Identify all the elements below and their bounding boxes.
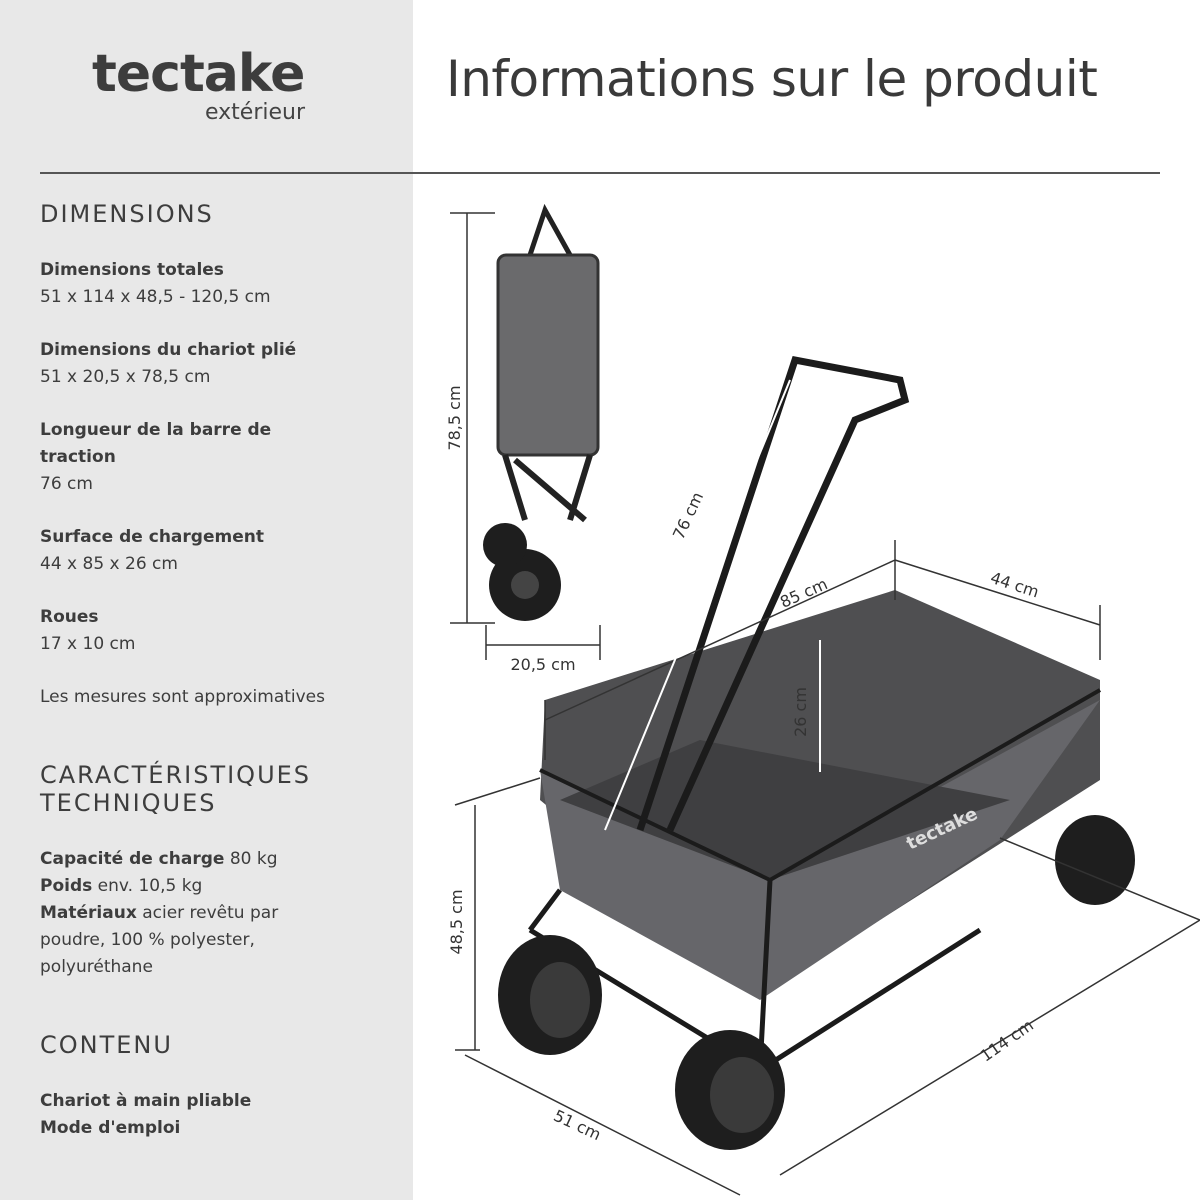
header-divider — [40, 172, 1160, 174]
dimensions-heading: DIMENSIONS — [40, 200, 214, 228]
contents-list: Chariot à main pliable Mode d'emploi — [40, 1088, 400, 1142]
dim-label: Longueur de la barre de traction — [40, 420, 272, 467]
dim-item: Dimensions du chariot plié 51 x 20,5 x 78… — [40, 337, 400, 391]
folded-wagon-image — [483, 203, 600, 621]
brand-subtitle: extérieur — [205, 100, 306, 125]
folded-depth-label: 20,5 cm — [510, 655, 575, 674]
dim-item: Longueur de la barre de traction 76 cm — [40, 417, 310, 498]
dim-value: 51 x 20,5 x 78,5 cm — [40, 367, 211, 387]
dim-value: 44 x 85 x 26 cm — [40, 554, 178, 574]
spec-item: Matériaux acier revêtu par poudre, 100 %… — [40, 900, 320, 981]
spec-label: Capacité de charge — [40, 849, 225, 869]
dim-label: Surface de chargement — [40, 527, 264, 547]
height-label: 48,5 cm — [447, 889, 466, 954]
specs-heading: CARACTÉRISTIQUES TECHNIQUES — [40, 761, 312, 817]
folded-height-label: 78,5 cm — [445, 385, 464, 450]
wagon-dimension-lines — [454, 379, 1200, 1196]
dim-item: Roues 17 x 10 cm — [40, 604, 400, 658]
dim-item: Surface de chargement 44 x 85 x 26 cm — [40, 524, 400, 578]
page-title: Informations sur le produit — [446, 50, 1098, 108]
dim-item: Dimensions totales 51 x 114 x 48,5 - 120,… — [40, 257, 400, 311]
left-panel: tectake extérieur DIMENSIONS Dimensions … — [0, 0, 413, 1200]
folded-dimension-lines — [450, 212, 601, 660]
spec-item: Capacité de charge 80 kg — [40, 846, 320, 873]
spec-item: Poids env. 10,5 kg — [40, 873, 320, 900]
dim-value: 17 x 10 cm — [40, 634, 136, 654]
handle-length-label: 76 cm — [669, 489, 707, 542]
top-width-label: 44 cm — [988, 568, 1041, 601]
dim-label: Dimensions du chariot plié — [40, 340, 297, 360]
brand-logo: tectake — [92, 44, 305, 104]
contents-heading: CONTENU — [40, 1031, 173, 1059]
spec-label: Poids — [40, 876, 93, 896]
dimensions-note: Les mesures sont approximatives — [40, 687, 325, 707]
contents-item: Mode d'emploi — [40, 1118, 181, 1138]
wagon-image: tectake — [498, 355, 1135, 1150]
contents-item: Chariot à main pliable — [40, 1091, 252, 1111]
dim-value: 51 x 114 x 48,5 - 120,5 cm — [40, 287, 271, 307]
depth-label: 26 cm — [791, 687, 810, 737]
spec-value: acier revêtu par poudre, 100 % polyester… — [40, 903, 279, 977]
dim-value: 76 cm — [40, 474, 93, 494]
spec-value: 80 kg — [229, 849, 278, 869]
length-label: 114 cm — [977, 1016, 1037, 1066]
spec-label: Matériaux — [40, 903, 137, 923]
dim-label: Roues — [40, 607, 99, 627]
dim-label: Dimensions totales — [40, 260, 224, 280]
specs-list: Capacité de charge 80 kg Poids env. 10,5… — [40, 846, 320, 981]
spec-value: env. 10,5 kg — [97, 876, 203, 896]
